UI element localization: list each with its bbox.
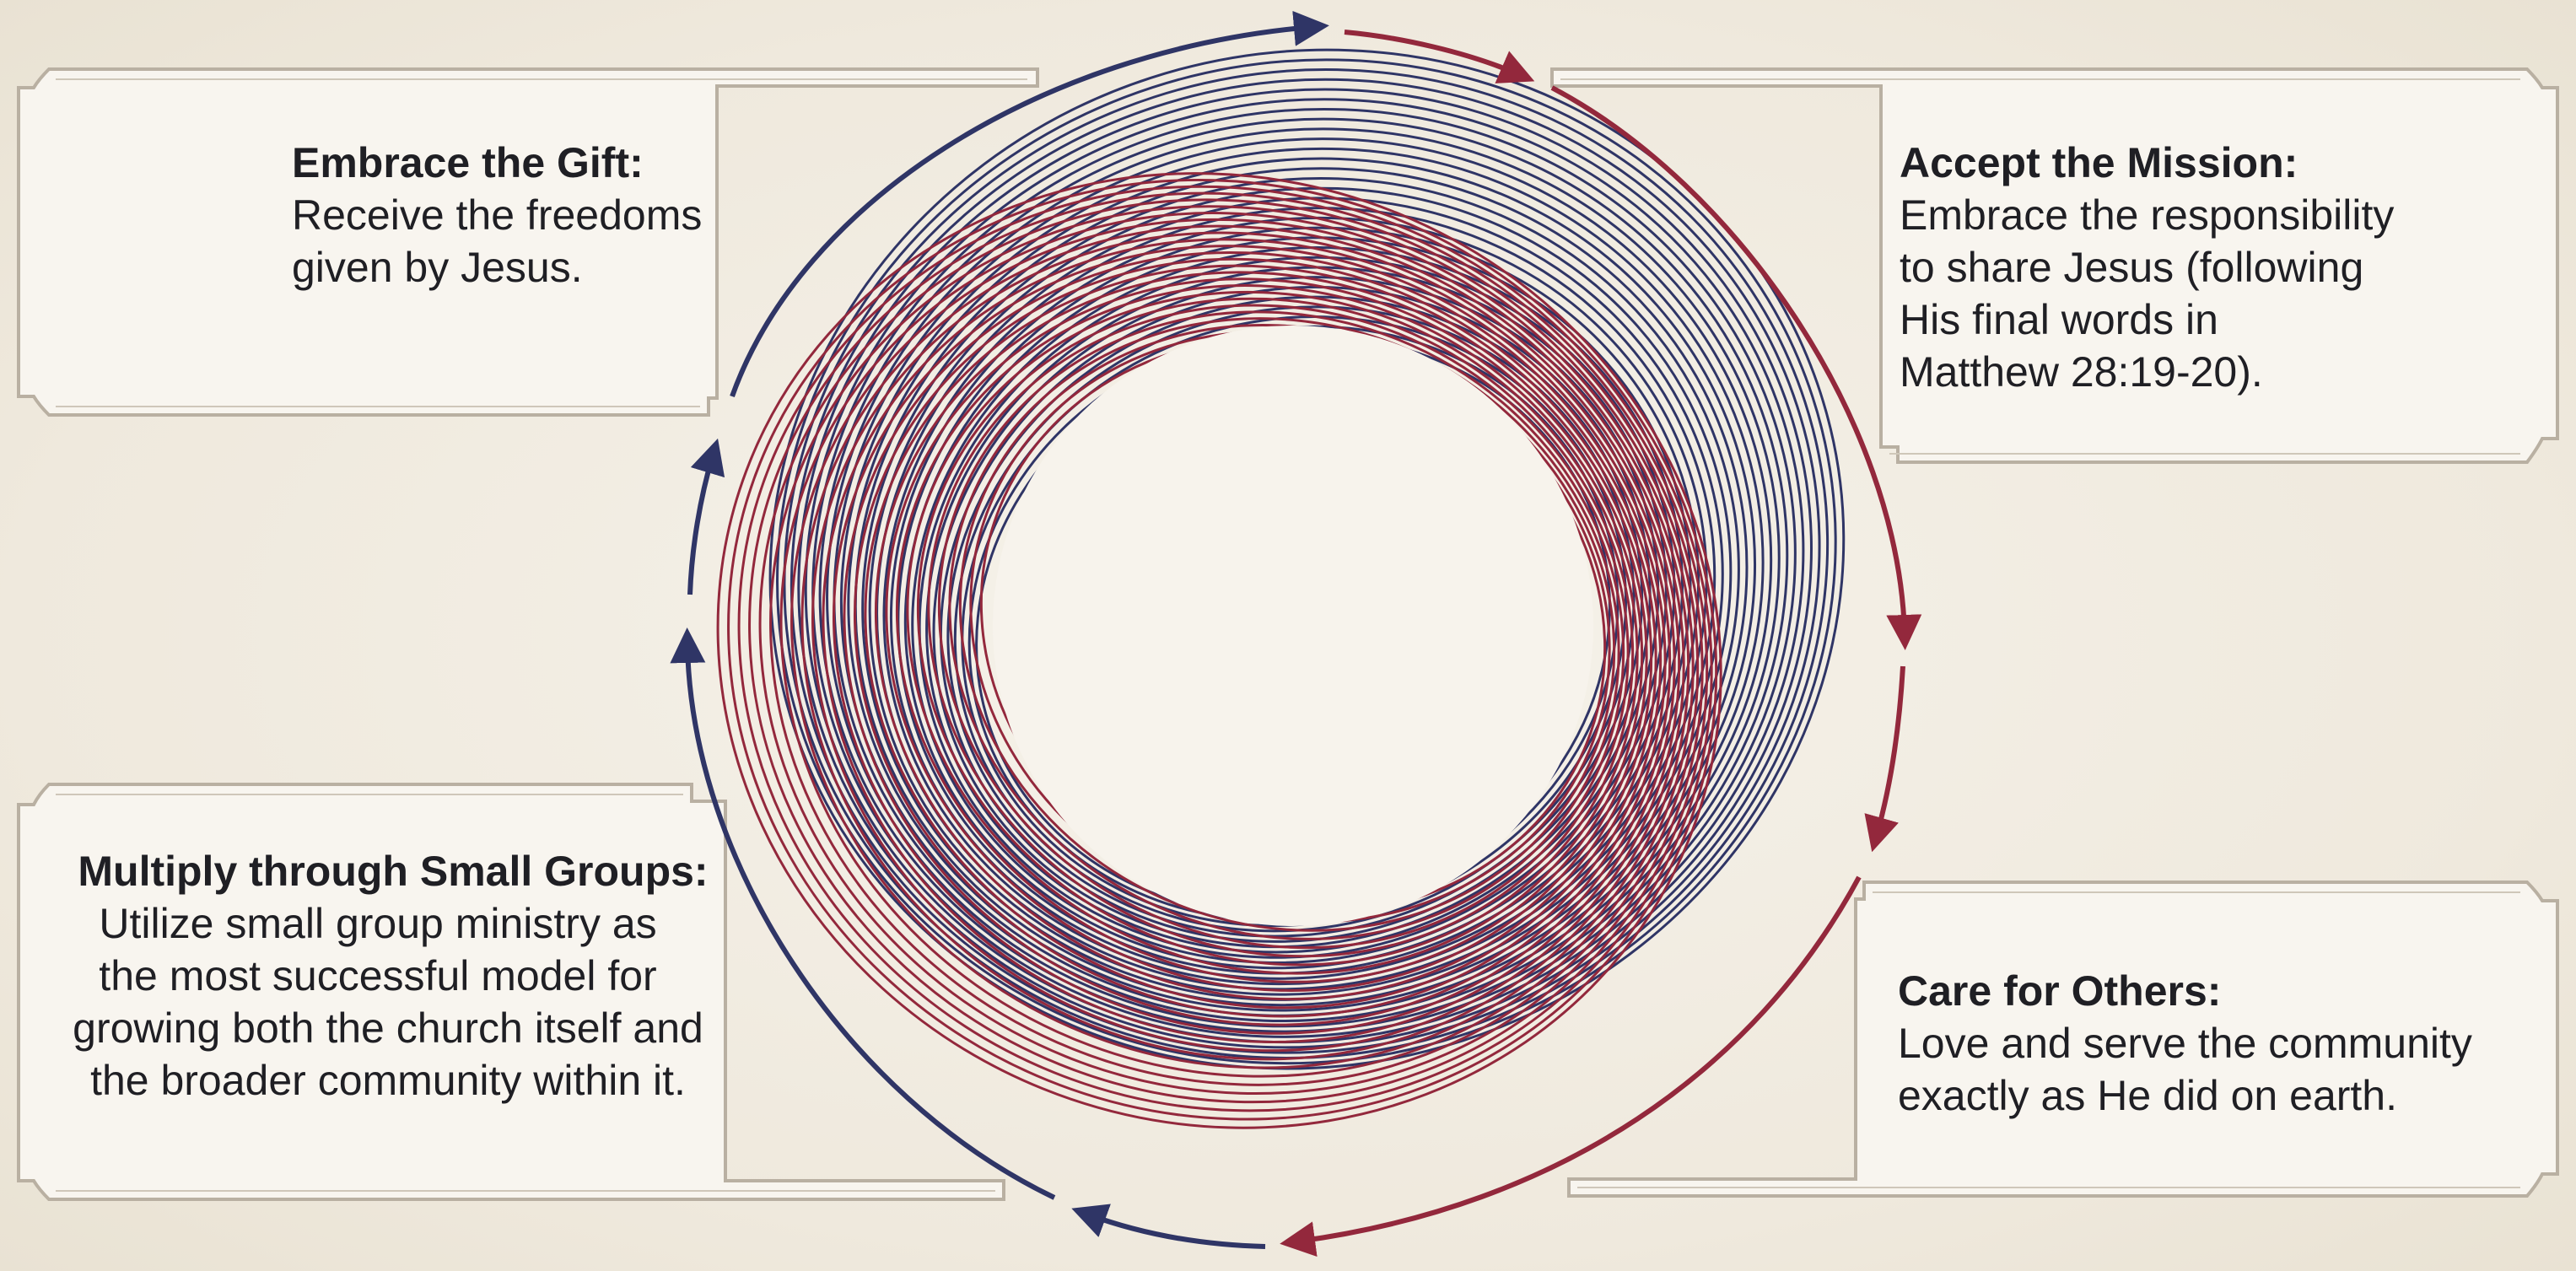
arrow-left-lower-navy — [670, 627, 1056, 1200]
step-line: Utilize small group ministry as — [99, 900, 656, 947]
arrow-left-upper-navy — [687, 438, 725, 595]
ring-band-line — [748, 191, 1709, 1104]
ring-band-line — [779, 212, 1695, 1078]
step-title: Multiply through Small Groups: — [78, 848, 708, 895]
step-line: given by Jesus. — [292, 244, 583, 291]
step-line: the most successful model for — [99, 952, 656, 999]
step-title: Care for Others: — [1898, 967, 2221, 1015]
ring-band-line — [822, 238, 1676, 1043]
arrow-top-crimson — [1344, 30, 1535, 83]
ring-band-line — [937, 310, 1625, 950]
ring-band-line — [895, 284, 1644, 983]
card-care-frame — [1567, 881, 2559, 1198]
step-line: to share Jesus (following — [1900, 244, 2363, 291]
ring-band-line — [906, 290, 1639, 975]
step-title: Accept the Mission: — [1900, 139, 2298, 186]
card-embrace-inner-rule — [56, 78, 1027, 407]
step-line: the broader community within it. — [90, 1057, 686, 1104]
card-embrace — [17, 67, 1039, 417]
ring-band-line — [758, 198, 1704, 1095]
card-multiply-frame — [17, 783, 1005, 1201]
step-multiply: Multiply through Small Groups: Utilize s… — [73, 848, 708, 1104]
center-void — [993, 326, 1593, 926]
ring-band-line — [727, 178, 1718, 1121]
step-line: Embrace the responsibility — [1900, 191, 2394, 239]
ring-band-line — [927, 304, 1630, 958]
step-line: Receive the freedoms — [292, 191, 702, 239]
card-care-inner-rule — [1577, 891, 2520, 1188]
ring-band-line — [864, 264, 1657, 1010]
ring-band-line — [843, 250, 1667, 1026]
ring-band-line — [847, 157, 1756, 1012]
cycle-arrows — [670, 10, 1922, 1258]
card-mission-frame — [1550, 67, 2559, 464]
ring-band-line — [790, 218, 1690, 1069]
ring-band-line — [769, 205, 1700, 1086]
arrow-right-upper-crimson — [1550, 85, 1922, 650]
ring-band-line — [800, 224, 1685, 1061]
step-line: Love and serve the community — [1898, 1020, 2472, 1067]
step-title: Embrace the Gift: — [292, 139, 644, 186]
card-embrace-frame — [17, 67, 1039, 417]
woven-rings — [716, 48, 1846, 1129]
arrow-bottom-right-crimson — [1280, 875, 1862, 1258]
ring-band-line — [832, 245, 1672, 1035]
step-care: Care for Others: Love and serve the comm… — [1898, 967, 2472, 1119]
ring-band-line — [868, 186, 1733, 996]
arrow-top-left-navy — [730, 10, 1329, 398]
card-multiply-inner-rule — [56, 794, 995, 1192]
step-line: Matthew 28:19-20). — [1900, 348, 2263, 396]
ring-band-line — [889, 216, 1708, 980]
card-mission — [1550, 67, 2559, 464]
card-multiply — [17, 783, 1005, 1201]
ring-band-line — [716, 172, 1722, 1129]
ring-band-line — [916, 297, 1635, 967]
ring-band-line — [811, 107, 1797, 1038]
ring-band-line — [811, 231, 1681, 1053]
ring-band-line — [885, 277, 1648, 992]
ring-band-line — [737, 185, 1713, 1112]
ring-band-line — [853, 257, 1663, 1018]
step-mission: Accept the Mission: Embrace the responsi… — [1900, 139, 2394, 396]
step-line: exactly as He did on earth. — [1898, 1072, 2397, 1119]
ring-band-line — [874, 271, 1653, 1001]
ring-band-line — [783, 68, 1830, 1059]
ring-band-line — [833, 137, 1773, 1023]
card-mission-inner-rule — [1560, 78, 2520, 455]
arrow-bottom-navy — [1071, 1204, 1266, 1249]
step-line: growing both the church itself and — [73, 1004, 703, 1052]
card-care — [1567, 881, 2559, 1198]
step-embrace: Embrace the Gift: Receive the freedoms g… — [292, 139, 702, 291]
step-line: His final words in — [1900, 296, 2218, 343]
arrow-right-lower-crimson — [1864, 665, 1905, 853]
ring-band-line — [776, 58, 1837, 1065]
